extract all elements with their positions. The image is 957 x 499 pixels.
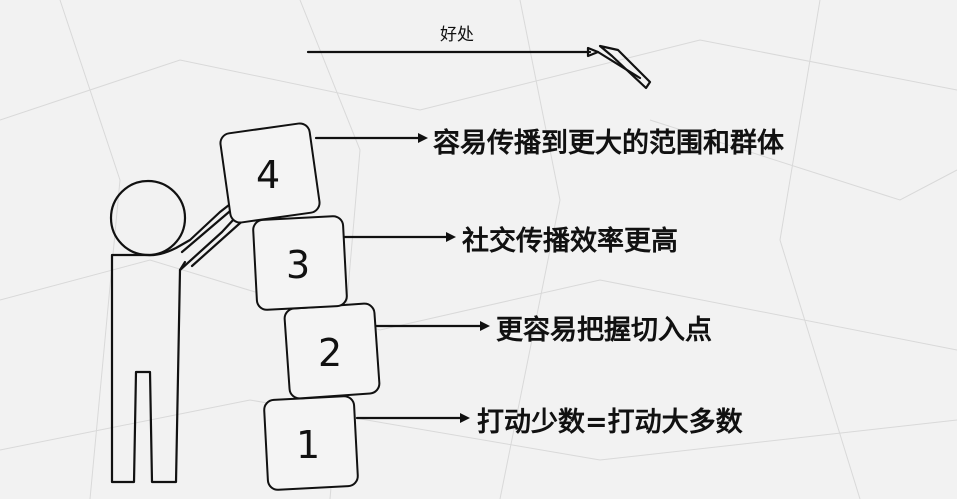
box-2-number: 2 [318,331,342,375]
step-2-label: 更容易把握切入点 [496,314,712,346]
step-3-label: 社交传播效率更高 [462,225,678,257]
arrow-3 [344,232,456,242]
stick-figure [111,181,252,482]
title-group: 好处 [308,25,650,88]
arrow-2 [376,321,490,331]
title-text: 好处 [440,25,474,45]
box-3: 3 [253,216,348,311]
box-3-number: 3 [286,243,310,287]
box-2: 2 [284,303,380,399]
arrow-4 [316,133,428,143]
step-4-label: 容易传播到更大的范围和群体 [433,127,785,159]
pen-icon [588,46,650,88]
step-1-label: 打动少数=打动大多数 [477,407,744,438]
box-4: 4 [219,122,321,224]
box-4-number: 4 [256,153,280,197]
box-1-number: 1 [296,423,320,467]
box-1: 1 [264,396,359,491]
